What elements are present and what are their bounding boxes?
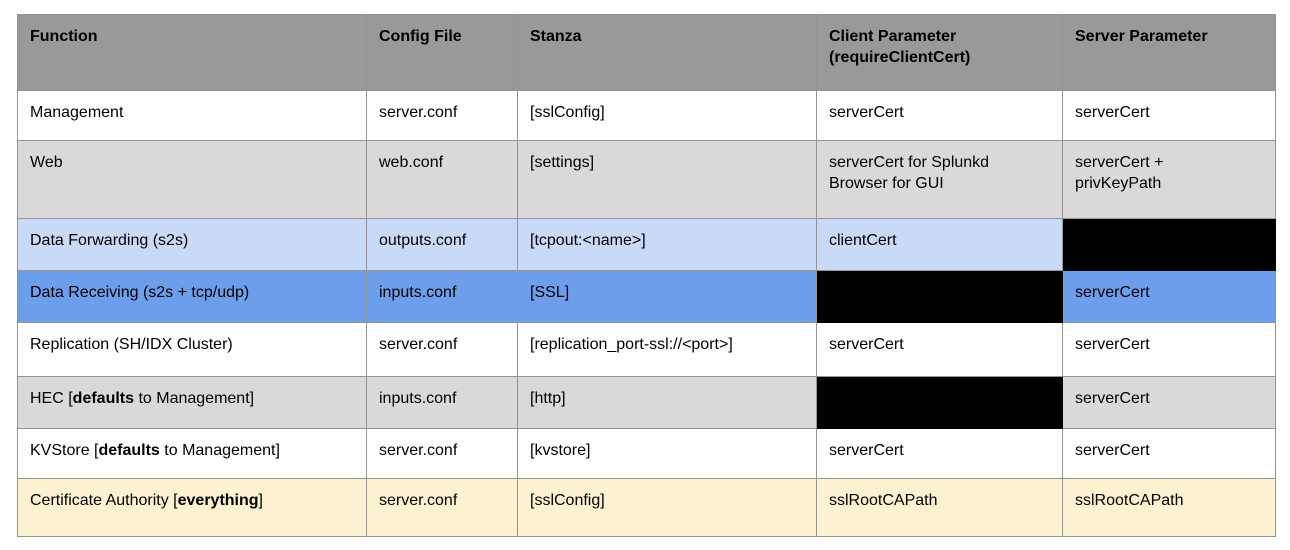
column-header-stanza: Stanza — [517, 14, 817, 91]
column-header-server-parameter: Server Parameter — [1062, 14, 1276, 91]
cell-function: Web — [17, 140, 367, 219]
cell-stanza: [http] — [517, 376, 817, 429]
function-text: Management — [30, 104, 124, 121]
cell-server-parameter: serverCert — [1062, 270, 1276, 323]
cell-stanza: [sslConfig] — [517, 478, 817, 537]
table-row-replication: Replication (SH/IDX Cluster) server.conf… — [17, 322, 1276, 377]
table-row-kvstore: KVStore [defaults to Management] server.… — [17, 428, 1276, 479]
function-text: HEC [ — [30, 390, 73, 407]
cell-client-parameter: serverCert — [816, 90, 1063, 141]
cell-server-parameter-redacted — [1062, 218, 1276, 271]
function-text: Replication (SH/IDX Cluster) — [30, 336, 233, 353]
cell-config-file: server.conf — [366, 428, 518, 479]
function-text: Certificate Authority [ — [30, 492, 178, 509]
cell-function: Data Forwarding (s2s) — [17, 218, 367, 271]
cell-server-parameter: serverCert + privKeyPath — [1062, 140, 1276, 219]
cell-server-parameter: serverCert — [1062, 376, 1276, 429]
table-row-hec: HEC [defaults to Management] inputs.conf… — [17, 376, 1276, 429]
cell-server-parameter: sslRootCAPath — [1062, 478, 1276, 537]
function-text: Data Receiving (s2s + tcp/udp) — [30, 284, 250, 301]
cell-client-parameter: serverCert — [816, 322, 1063, 377]
function-bold-text: defaults — [72, 390, 135, 407]
cell-function: KVStore [defaults to Management] — [17, 428, 367, 479]
cell-stanza: [kvstore] — [517, 428, 817, 479]
cell-server-parameter: serverCert — [1062, 428, 1276, 479]
cell-config-file: server.conf — [366, 322, 518, 377]
function-bold-text: defaults — [98, 442, 160, 459]
cell-config-file: inputs.conf — [366, 376, 518, 429]
cell-stanza: [sslConfig] — [517, 90, 817, 141]
cell-stanza: [tcpout:<name>] — [517, 218, 817, 271]
cell-stanza: [settings] — [517, 140, 817, 219]
cell-client-parameter: clientCert — [816, 218, 1063, 271]
table-row-data-forwarding: Data Forwarding (s2s) outputs.conf [tcpo… — [17, 218, 1276, 271]
cell-client-parameter: serverCert — [816, 428, 1063, 479]
cell-config-file: server.conf — [366, 90, 518, 141]
function-text: KVStore [ — [30, 442, 99, 459]
cell-client-parameter-redacted — [816, 270, 1063, 323]
table-row-web: Web web.conf [settings] serverCert for S… — [17, 140, 1276, 219]
function-bold-text: everything — [177, 492, 259, 509]
function-text-suffix: ] — [258, 492, 263, 509]
cell-function: HEC [defaults to Management] — [17, 376, 367, 429]
cell-config-file: inputs.conf — [366, 270, 518, 323]
cell-config-file: server.conf — [366, 478, 518, 537]
cell-stanza: [SSL] — [517, 270, 817, 323]
cell-config-file: web.conf — [366, 140, 518, 219]
cell-client-parameter: serverCert for Splunkd Browser for GUI — [816, 140, 1063, 219]
function-text: Data Forwarding (s2s) — [30, 232, 189, 249]
table-header-row: Function Config File Stanza Client Param… — [17, 14, 1276, 91]
cell-config-file: outputs.conf — [366, 218, 518, 271]
cell-function: Replication (SH/IDX Cluster) — [17, 322, 367, 377]
function-text: Web — [30, 154, 63, 171]
column-header-config-file: Config File — [366, 14, 518, 91]
column-header-client-parameter: Client Parameter (requireClientCert) — [816, 14, 1063, 91]
table-row-management: Management server.conf [sslConfig] serve… — [17, 90, 1276, 141]
cell-stanza: [replication_port-ssl://<port>] — [517, 322, 817, 377]
cell-function: Certificate Authority [everything] — [17, 478, 367, 537]
function-text-suffix: to Management] — [134, 390, 255, 407]
function-text-suffix: to Management] — [159, 442, 280, 459]
table-row-data-receiving: Data Receiving (s2s + tcp/udp) inputs.co… — [17, 270, 1276, 323]
cell-client-parameter: sslRootCAPath — [816, 478, 1063, 537]
cell-server-parameter: serverCert — [1062, 90, 1276, 141]
ssl-config-table: Function Config File Stanza Client Param… — [17, 14, 1276, 537]
cell-function: Management — [17, 90, 367, 141]
cell-client-parameter-redacted — [816, 376, 1063, 429]
cell-server-parameter: serverCert — [1062, 322, 1276, 377]
cell-function: Data Receiving (s2s + tcp/udp) — [17, 270, 367, 323]
table-row-certificate-authority: Certificate Authority [everything] serve… — [17, 478, 1276, 537]
column-header-function: Function — [17, 14, 367, 91]
